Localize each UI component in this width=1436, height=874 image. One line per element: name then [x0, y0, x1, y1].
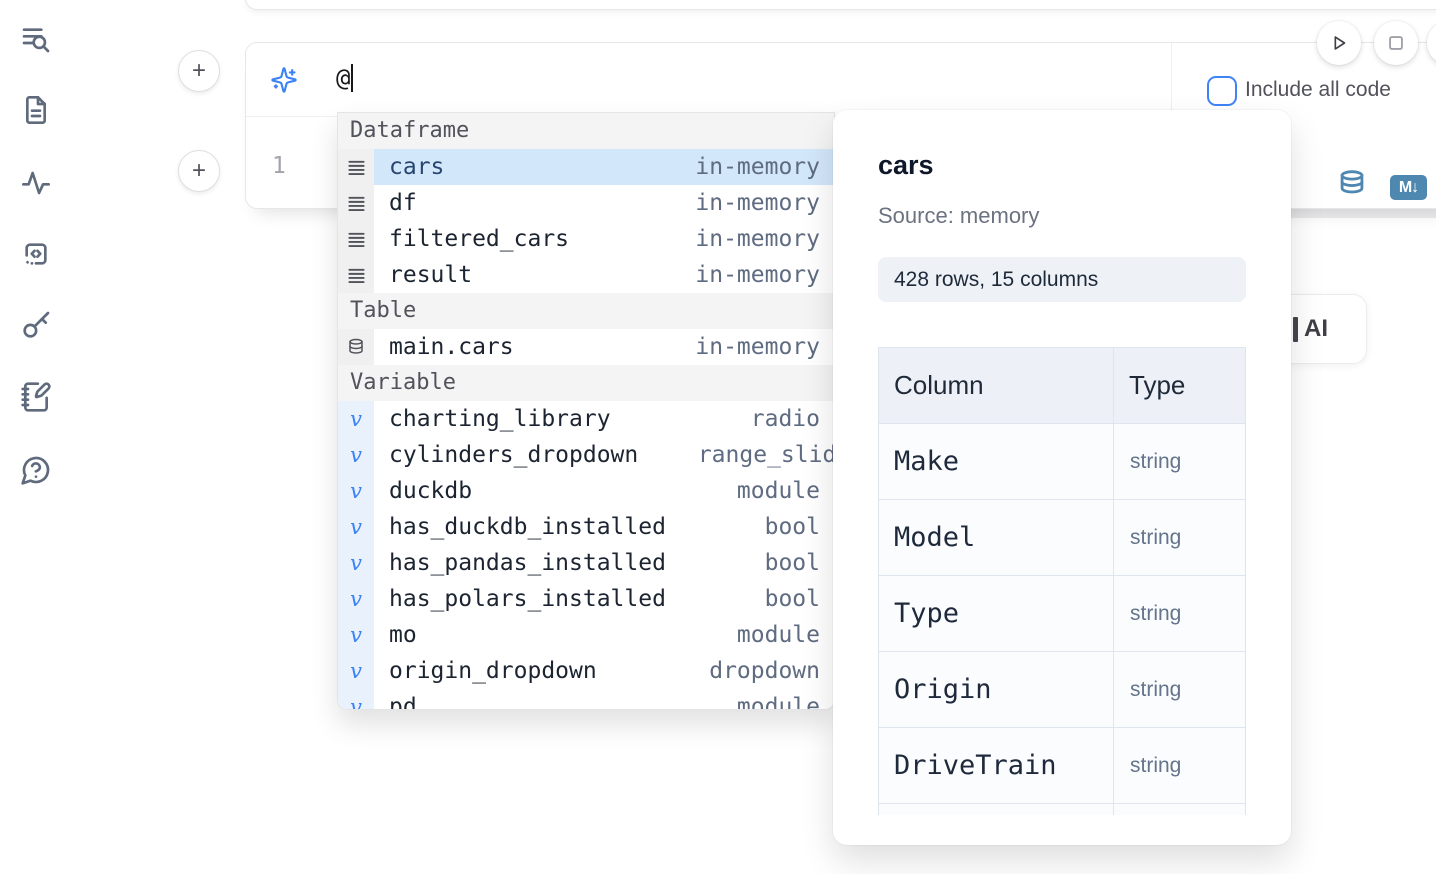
schema-table-wrap: Column Type Make string Model string Typ… — [878, 347, 1246, 815]
autocomplete-section-variable: Variable — [338, 365, 834, 401]
variable-icon: v — [338, 617, 374, 653]
autocomplete-section-dataframe: Dataframe — [338, 113, 834, 149]
variable-icon: v — [338, 653, 374, 689]
schema-row: Origin string — [878, 651, 1246, 728]
text-cursor — [351, 64, 354, 92]
database-icon[interactable] — [1338, 169, 1366, 197]
schema-header-column: Column — [878, 347, 1114, 424]
preview-source: Source: memory — [878, 203, 1040, 228]
secrets-icon[interactable] — [19, 308, 53, 342]
autocomplete-section-table: Table — [338, 293, 834, 329]
dataframe-preview-card: cars Source: memory 428 rows, 15 columns… — [833, 110, 1291, 845]
ai-prompt-input[interactable]: @ — [336, 64, 354, 92]
variable-icon: v — [338, 509, 374, 545]
toc-search-icon[interactable] — [19, 22, 53, 56]
snippets-icon[interactable] — [19, 237, 53, 271]
schema-row: Model string — [878, 499, 1246, 576]
include-all-code-label: Include all code — [1245, 78, 1391, 101]
dataframe-icon — [338, 257, 374, 293]
clipped-label-fragment — [1293, 317, 1298, 342]
variable-icon: v — [338, 689, 374, 709]
add-cell-below-button[interactable]: + — [178, 150, 220, 192]
markdown-convert-icon[interactable]: M↓ — [1390, 175, 1427, 200]
preview-title: cars — [878, 150, 934, 180]
dependencies-icon[interactable] — [19, 166, 53, 200]
schema-row: Type string — [878, 575, 1246, 652]
prompt-options-zone: Include all code — [1171, 43, 1436, 116]
stop-button[interactable] — [1374, 21, 1418, 65]
table-icon — [338, 329, 374, 365]
variable-icon: v — [338, 473, 374, 509]
schema-row: Make string — [878, 423, 1246, 500]
schema-header-type: Type — [1113, 347, 1246, 424]
preview-summary: 428 rows, 15 columns — [894, 268, 1099, 291]
scratchpad-icon[interactable] — [19, 380, 53, 414]
schema-header-row: Column Type — [878, 347, 1246, 424]
include-all-code-checkbox[interactable] — [1207, 76, 1237, 106]
variable-icon: v — [338, 437, 374, 473]
preview-summary-pill: 428 rows, 15 columns — [878, 257, 1246, 302]
schema-row: DriveTrain string — [878, 727, 1246, 804]
variable-icon: v — [338, 545, 374, 581]
sidebar — [0, 0, 70, 874]
line-number: 1 — [272, 153, 286, 179]
dataframe-icon — [338, 221, 374, 257]
schema-row-partial — [878, 803, 1246, 815]
variable-icon: v — [338, 581, 374, 617]
previous-cell-edge — [245, 0, 1436, 10]
files-icon[interactable] — [19, 93, 53, 127]
dataframe-icon — [338, 185, 374, 221]
run-cell-button[interactable] — [1317, 21, 1361, 65]
variable-icon: v — [338, 401, 374, 437]
help-icon[interactable] — [19, 453, 53, 487]
ai-sparkles-icon — [270, 66, 298, 94]
add-cell-above-button[interactable]: + — [178, 50, 220, 92]
ai-prompt-row[interactable]: @ — [246, 43, 1171, 117]
ai-button-label: AI — [1304, 315, 1328, 342]
extra-control-button[interactable] — [1427, 21, 1436, 65]
schema-table: Column Type Make string Model string Typ… — [878, 347, 1246, 815]
dataframe-icon — [338, 149, 374, 185]
prompt-value: @ — [336, 64, 351, 92]
